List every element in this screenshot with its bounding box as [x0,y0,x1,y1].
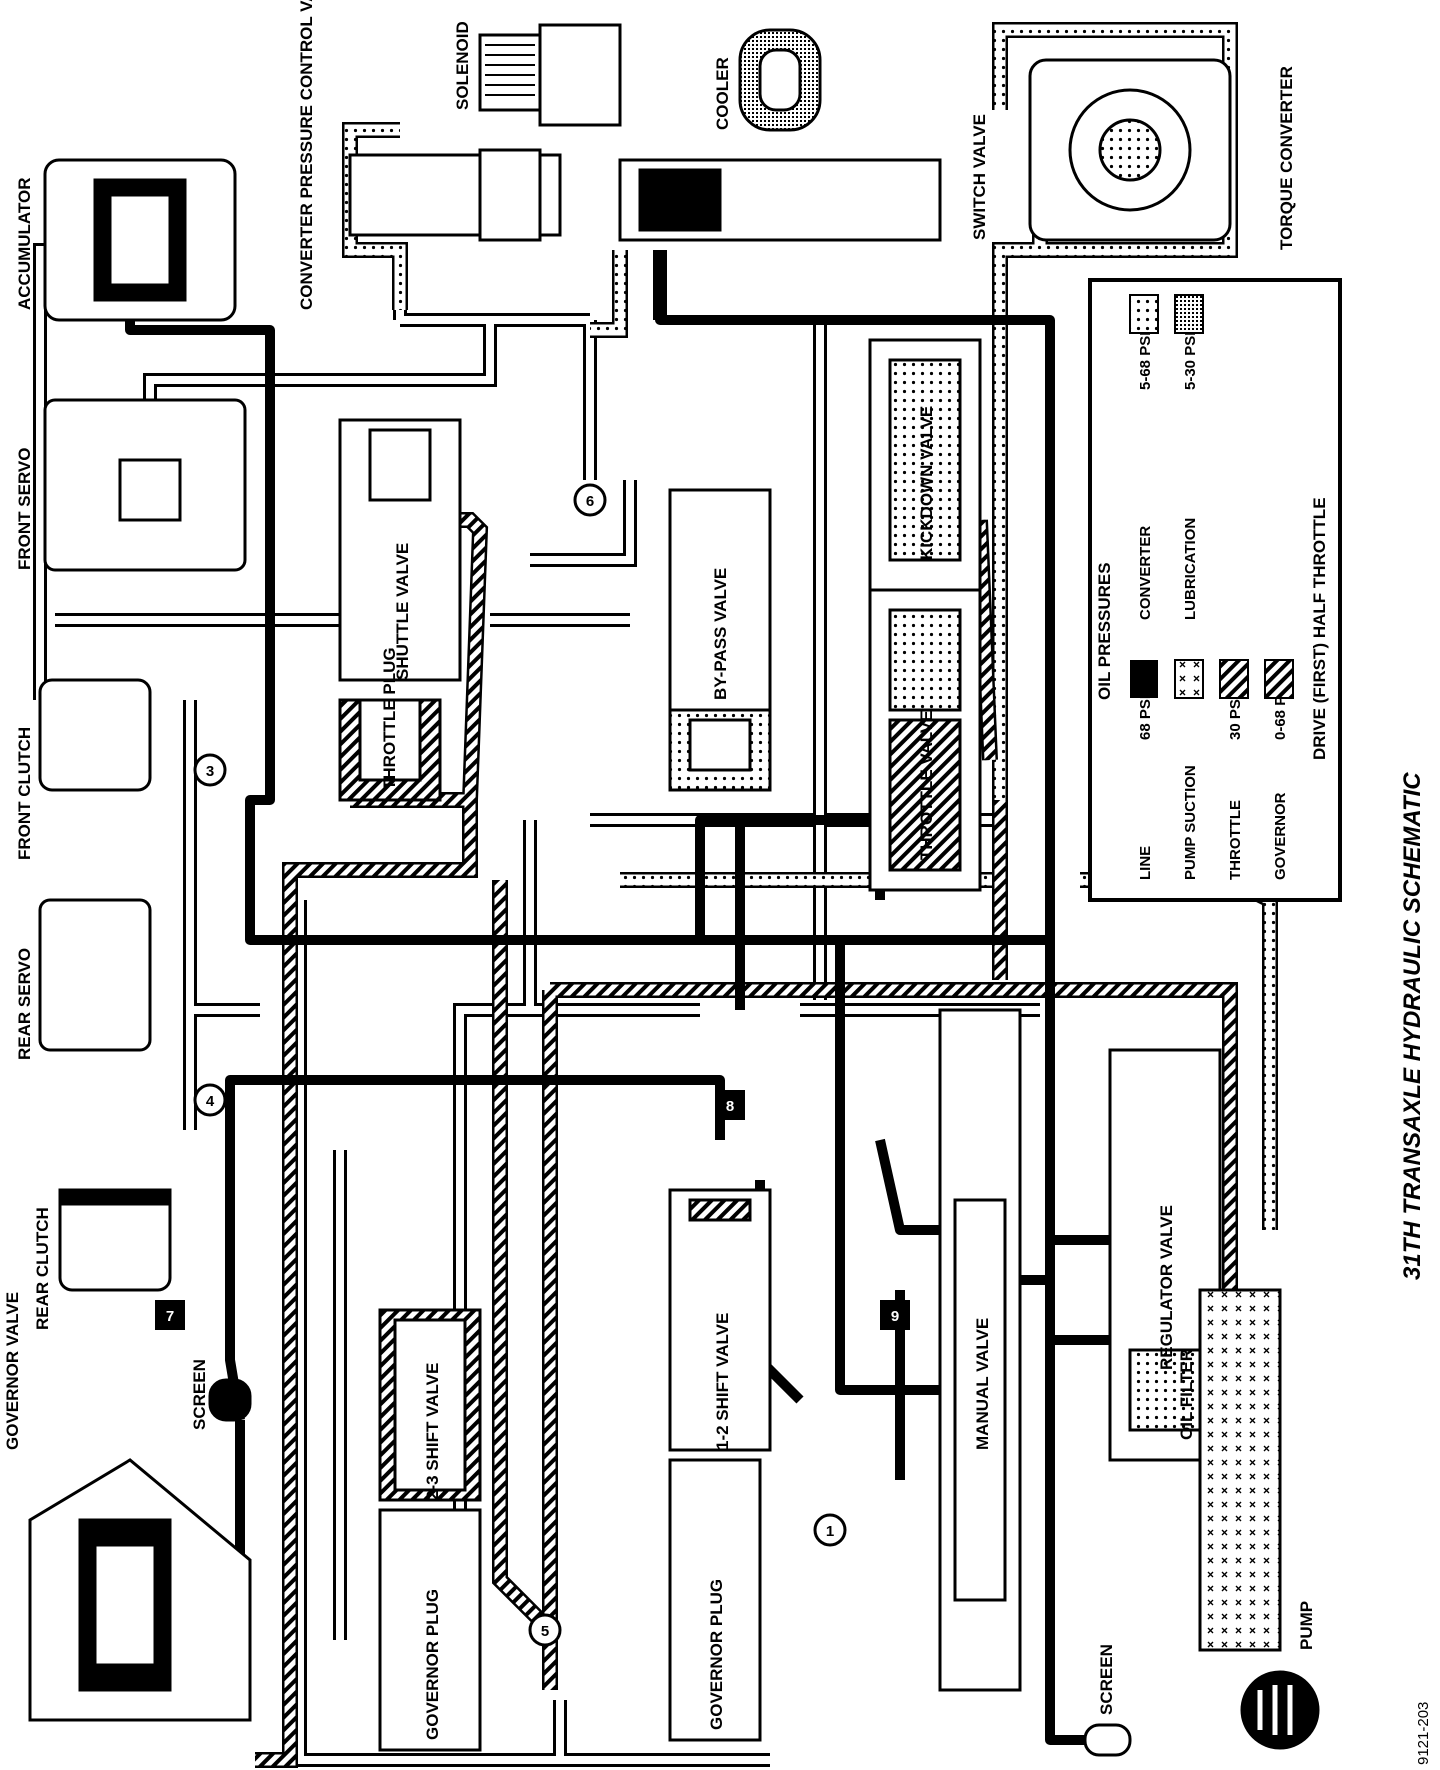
check-ball-3-label: 3 [206,763,214,780]
check-ball-9-label: 9 [891,1308,899,1325]
check-ball-1: 1 [813,1513,847,1547]
label-kickdown-valve: KICKDOWN VALVE [917,406,936,560]
label-accumulator: ACCUMULATOR [15,177,34,310]
check-ball-6: 6 [573,483,607,517]
legend-throttle-value: 30 PSI [1227,695,1244,740]
check-balls: 1 3 4 5 6 7 8 9 [155,483,910,1647]
legend: OIL PRESSURES LINE 68 PSI PUMP SUCTION T… [1088,278,1342,902]
check-ball-5: 5 [528,1613,562,1647]
check-ball-8-label: 8 [726,1098,734,1115]
legend-governor-swatch [1264,659,1294,699]
legend-converter-swatch [1129,294,1159,334]
label-converter-pressure-control-valve: CONVERTER PRESSURE CONTROL VALVE [297,0,316,310]
component-bodies [28,23,1320,1757]
legend-heading: OIL PRESSURES [1095,562,1114,700]
label-oil-filter: OIL FILTER [1177,1349,1196,1440]
check-ball-4: 4 [193,1083,227,1117]
check-ball-7: 7 [155,1300,185,1330]
label-throttle-valve: THROTTLE VALVE [917,710,936,860]
check-ball-4-label: 4 [206,1093,215,1110]
legend-throttle-name: THROTTLE [1227,800,1244,880]
legend-line-value: 68 PSI [1137,695,1154,740]
label-governor-plug-2: GOVERNOR PLUG [707,1579,726,1730]
label-regulator-valve: REGULATOR VALVE [1157,1205,1176,1370]
label-pump: PUMP [1297,1601,1316,1650]
label-shuttle-valve: SHUTTLE VALVE [393,543,412,680]
label-cooler: COOLER [713,57,732,130]
legend-line-swatch [1130,660,1158,698]
check-ball-3: 3 [193,753,227,787]
legend-line-name: LINE [1137,846,1154,880]
figure-id: 9121-203 [1415,1702,1432,1765]
check-ball-6-label: 6 [586,493,594,510]
label-torque-converter: TORQUE CONVERTER [1277,66,1296,250]
label-throttle-plug: THROTTLE PLUG [380,647,399,790]
legend-converter-name: CONVERTER [1137,526,1154,620]
legend-throttle-swatch [1219,659,1249,699]
check-ball-9: 9 [880,1300,910,1330]
check-ball-1-label: 1 [826,1523,834,1540]
label-screen-pump: SCREEN [1097,1644,1116,1715]
label-switch-valve: SWITCH VALVE [970,114,989,240]
label-front-servo: FRONT SERVO [15,448,34,570]
label-2-3-shift-valve: 2-3 SHIFT VALVE [423,1363,442,1500]
label-rear-clutch: REAR CLUTCH [33,1207,52,1330]
check-ball-5-label: 5 [541,1623,549,1640]
check-ball-8: 8 [715,1090,745,1120]
legend-lubrication-swatch [1174,294,1204,334]
label-screen-governor: SCREEN [190,1359,209,1430]
schematic-title: 31TH TRANSAXLE HYDRAULIC SCHEMATIC [1399,772,1426,1280]
legend-lubrication-name: LUBRICATION [1182,518,1199,620]
legend-row-pump-suction: PUMP SUCTION [1174,659,1204,880]
legend-row-lubrication: LUBRICATION 5-30 PSI [1174,294,1204,620]
label-1-2-shift-valve: 1-2 SHIFT VALVE [713,1313,732,1450]
legend-pump-suction-swatch [1174,659,1204,699]
label-front-clutch: FRONT CLUTCH [15,727,34,860]
legend-governor-name: GOVERNOR [1272,792,1289,880]
legend-lubrication-value: 5-30 PSI [1182,332,1199,390]
check-ball-7-label: 7 [166,1308,174,1325]
label-governor-valve: GOVERNOR VALVE [3,1292,22,1450]
legend-row-converter: CONVERTER 5-68 PSI [1129,294,1159,620]
legend-row-line: LINE 68 PSI [1130,660,1158,880]
legend-row-throttle: THROTTLE 30 PSI [1219,659,1249,880]
legend-mode: DRIVE (FIRST) HALF THROTTLE [1310,497,1329,760]
legend-row-governor: GOVERNOR 0-68 PSI [1264,659,1294,880]
label-manual-valve: MANUAL VALVE [973,1318,992,1450]
label-rear-servo: REAR SERVO [15,948,34,1060]
component-labels: ACCUMULATOR FRONT SERVO FRONT CLUTCH REA… [3,0,1316,1740]
legend-pump-suction-name: PUMP SUCTION [1182,765,1199,880]
legend-converter-value: 5-68 PSI [1137,332,1154,390]
label-bypass-valve: BY-PASS VALVE [711,568,730,700]
label-governor-plug-1: GOVERNOR PLUG [423,1589,442,1740]
label-solenoid: SOLENOID [453,21,472,110]
